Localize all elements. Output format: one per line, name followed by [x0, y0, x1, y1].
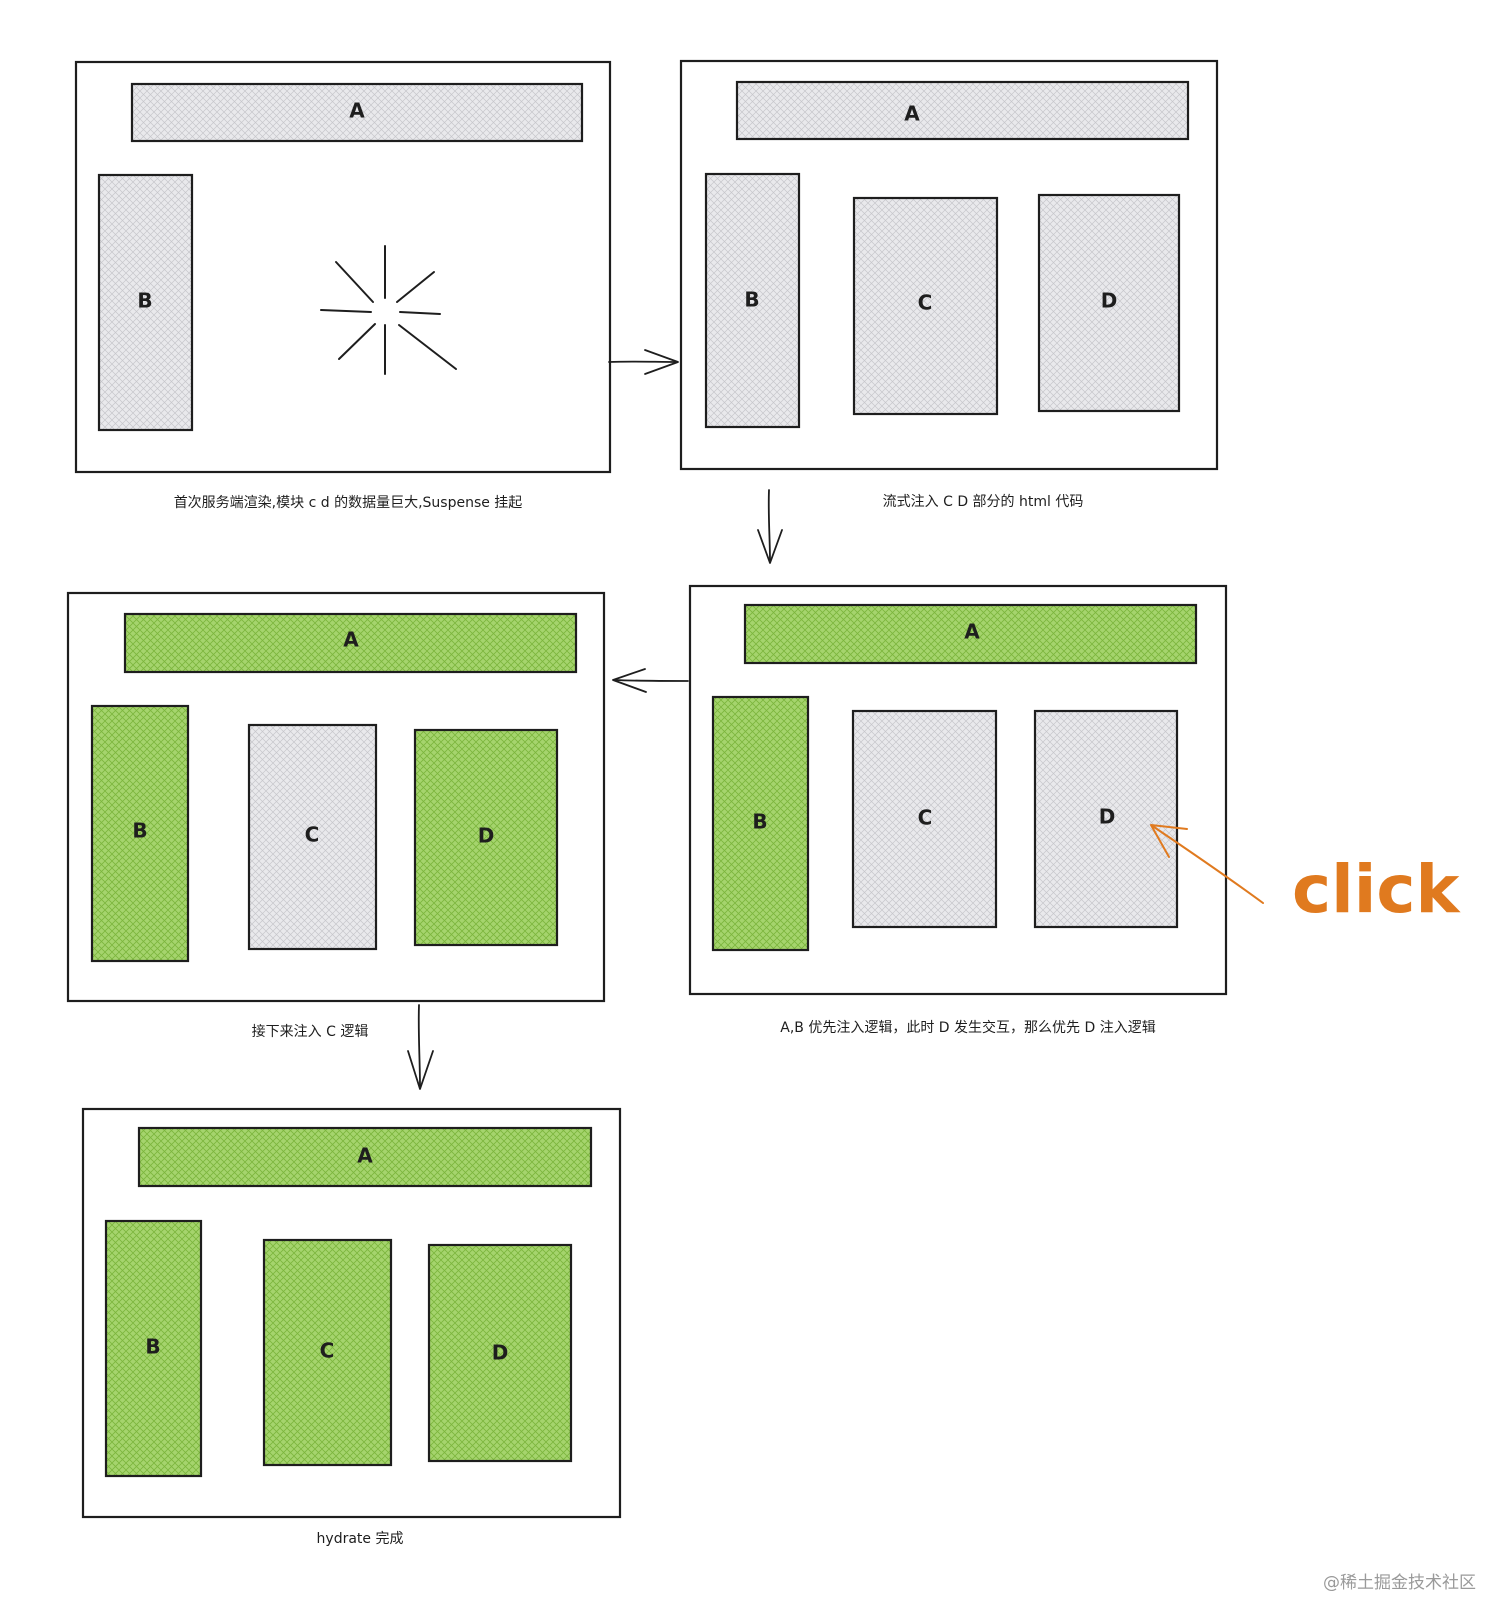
step-3-block-b-label: B: [752, 810, 767, 834]
step-5-caption: hydrate 完成: [317, 1531, 404, 1547]
watermark: @稀土掘金技术社区: [1323, 1573, 1476, 1593]
step-3-block-c: [851, 709, 998, 929]
step-3-block-a: [743, 603, 1198, 665]
step-2-caption: 流式注入 C D 部分的 html 代码: [883, 494, 1084, 510]
step-2-block-a: [735, 80, 1190, 141]
step-4-block-a-label: A: [343, 628, 359, 652]
step-4-block-d-label: D: [478, 824, 495, 848]
step-2-block-d: [1037, 193, 1181, 413]
step-4-block-a: [123, 612, 578, 674]
click-arrow-icon: [1150, 824, 1264, 904]
step-2-block-d-label: D: [1101, 289, 1118, 313]
step-5-block-d-label: D: [492, 1341, 509, 1365]
click-label: click: [1292, 851, 1461, 928]
step-3-block-d-label: D: [1099, 805, 1116, 829]
click-annotation: click: [1150, 824, 1461, 928]
step-5-block-c-label: C: [320, 1339, 335, 1363]
step-3-caption: A,B 优先注入逻辑，此时 D 发生交互，那么优先 D 注入逻辑: [780, 1019, 1155, 1036]
step-5-block-b-label: B: [145, 1335, 160, 1359]
step-5-block-c: [262, 1238, 393, 1467]
step-3-panel: A B C D click A,B 优先注入逻辑，此时 D 发生交互，那么优先 …: [688, 584, 1461, 1036]
step-2-block-c-label: C: [918, 291, 933, 315]
step-4-caption: 接下来注入 C 逻辑: [252, 1023, 369, 1040]
arrow-step-3-to-step-4: [612, 668, 689, 693]
step-5-block-d: [427, 1243, 573, 1463]
step-1-block-a: [130, 82, 584, 143]
step-4-panel: A B C D 接下来注入 C 逻辑: [66, 591, 606, 1040]
arrow-step-4-to-step-5: [407, 1004, 434, 1090]
step-2-block-a-label: A: [904, 102, 920, 126]
step-2-block-b-label: B: [744, 288, 759, 312]
arrow-step-1-to-step-2: [608, 349, 679, 375]
step-1-block-b-label: B: [137, 289, 152, 313]
step-5-block-b: [104, 1219, 203, 1478]
loading-spinner-icon: [320, 245, 457, 375]
step-1-block-b: [97, 173, 194, 432]
step-1-caption: 首次服务端渲染,模块 c d 的数据量巨大,Suspense 挂起: [174, 495, 523, 511]
step-4-block-c-label: C: [305, 823, 320, 847]
step-2-block-c: [852, 196, 999, 416]
step-1-block-a-label: A: [349, 99, 365, 123]
step-5-block-a-label: A: [357, 1144, 373, 1168]
step-3-block-b: [711, 695, 810, 952]
step-3-block-c-label: C: [918, 806, 933, 830]
step-2-block-b: [704, 172, 801, 429]
step-3-block-d: [1033, 709, 1179, 929]
step-4-block-c: [247, 723, 378, 951]
step-4-block-b-label: B: [132, 819, 147, 843]
step-5-panel: A B C D hydrate 完成: [81, 1107, 622, 1547]
step-2-panel: A B C D 流式注入 C D 部分的 html 代码: [679, 59, 1219, 510]
step-3-block-a-label: A: [964, 620, 980, 644]
step-1-panel: A B 首次服务端渲染,模块 c d 的数据量巨大,Suspense 挂起: [74, 60, 612, 511]
step-5-block-a: [137, 1126, 593, 1188]
step-4-block-b: [90, 704, 190, 963]
arrow-step-2-to-step-3: [757, 489, 783, 564]
step-4-block-d: [413, 728, 559, 947]
